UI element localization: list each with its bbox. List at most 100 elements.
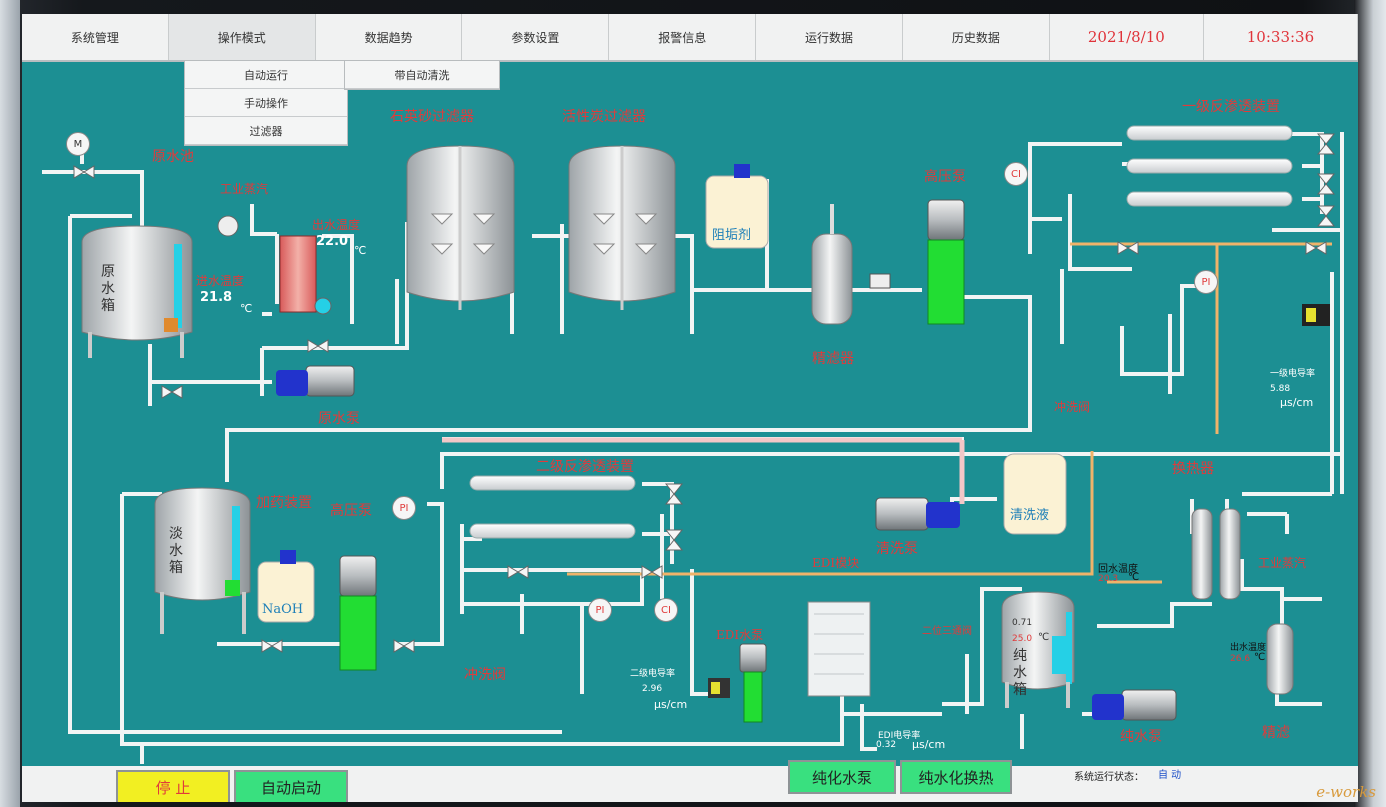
- high-pressure-pump-1: [927, 199, 965, 325]
- top-navigation: 系统管理 操作模式 数据趋势 参数设置 报警信息 运行数据 历史数据 2021/…: [22, 14, 1358, 62]
- fresh-water-tank: [154, 487, 251, 634]
- ro2-label: 二级反渗透装置: [536, 459, 634, 475]
- operation-mode-menu: 自动运行 手动操作 过滤器: [184, 60, 348, 146]
- pure-water-pump-button[interactable]: 纯化水泵: [788, 760, 896, 794]
- sensors: [217, 215, 1330, 698]
- menu-item-auto-run[interactable]: 自动运行: [185, 61, 347, 89]
- ci-indicator-2: CI: [654, 598, 678, 622]
- raw-tank-label: 原水箱: [101, 264, 115, 314]
- ro1-label: 一级反渗透装置: [1182, 99, 1280, 115]
- raw-pool-label: 原水池: [152, 149, 194, 165]
- sand-filter: [406, 145, 515, 310]
- cond1-label: 一级电导率: [1270, 369, 1316, 379]
- cleaning-pump-label: 清洗泵: [876, 541, 918, 557]
- outlet-temp-value: 22.0: [316, 234, 349, 249]
- tab-parameter-settings[interactable]: 参数设置: [462, 14, 610, 60]
- inlet-temp-value: 21.8: [200, 290, 233, 305]
- stop-button[interactable]: 停 止: [116, 770, 230, 802]
- outlet-temp-label: 出水温度: [312, 218, 361, 232]
- cond2-label: 二级电导率: [630, 669, 676, 679]
- edi-cond-unit: μs/cm: [912, 738, 946, 751]
- edi-pump-label: EDI水泵: [716, 628, 764, 642]
- ci-indicator-1: CI: [1004, 162, 1028, 186]
- menu-item-manual-operation[interactable]: 手动操作: [185, 89, 347, 117]
- cond2-unit: μs/cm: [654, 698, 688, 711]
- sand-filter-label: 石英砂过滤器: [390, 109, 474, 125]
- cleaning-liquid-label: 清洗液: [1010, 508, 1050, 523]
- background-wall: [0, 0, 20, 807]
- tab-alarm-info[interactable]: 报警信息: [609, 14, 757, 60]
- outlet-temp2-unit: ℃: [1254, 652, 1266, 663]
- pure-water-tank: [1001, 591, 1075, 708]
- tab-operation-mode[interactable]: 操作模式: [168, 14, 316, 60]
- carbon-filter-label: 活性炭过滤器: [562, 109, 646, 125]
- tab-data-trend[interactable]: 数据趋势: [316, 14, 463, 60]
- high-pump-2-label: 高压泵: [330, 503, 372, 519]
- pure-tank-temp-unit: ℃: [1038, 632, 1050, 643]
- motor-indicator: M: [66, 132, 90, 156]
- fine-filter-label: 精滤器: [812, 351, 854, 367]
- pure-tank-temp: 25.0: [1012, 634, 1033, 644]
- tab-history-data[interactable]: 历史数据: [903, 14, 1050, 60]
- pipes: [42, 132, 1344, 764]
- tab-system-management[interactable]: 系统管理: [22, 14, 169, 60]
- bottom-control-bar: 停 止 自动启动 纯化水泵 纯水化换热 系统运行状态： 自 动: [22, 760, 1358, 802]
- edi-cond-label: EDI电导率: [878, 731, 921, 741]
- auto-start-button[interactable]: 自动启动: [234, 770, 348, 802]
- cond1-unit: μs/cm: [1280, 396, 1314, 409]
- antiscalant-tank: [705, 164, 769, 249]
- edi-module: [807, 601, 871, 697]
- naoh-tank: [257, 550, 315, 623]
- flush-valve-2-label: 冲洗阀: [464, 667, 506, 683]
- fine-filter: [811, 204, 853, 325]
- ro1-membranes: [1126, 125, 1293, 207]
- edi-water-pump: [739, 643, 767, 723]
- system-status-label: 系统运行状态：: [1074, 772, 1144, 783]
- raw-water-pump: [276, 365, 355, 397]
- industrial-steam-label: 工业蒸汽: [220, 182, 269, 196]
- antiscalant-label: 阻垢剂: [712, 228, 752, 243]
- pure-heat-exchange-button[interactable]: 纯水化换热: [900, 760, 1012, 794]
- time-display: 10:33:36: [1204, 14, 1358, 60]
- return-temp-value: 20.3: [1098, 574, 1119, 584]
- heat-exchanger-label: 换热器: [1172, 461, 1214, 477]
- pure-pump-label: 纯水泵: [1120, 729, 1162, 745]
- pi-indicator-3: PI: [588, 598, 612, 622]
- watermark-logo: e-works: [1316, 783, 1376, 801]
- edi-cond-value: 0.32: [876, 740, 897, 750]
- industrial-steam-2-label: 工业蒸汽: [1258, 556, 1307, 570]
- three-way-valve-label: 二位三通阀: [922, 626, 972, 637]
- return-temp-unit: ℃: [1128, 572, 1140, 583]
- edi-module-label: EDI模块: [812, 556, 860, 570]
- dosing-label: 加药装置: [256, 495, 312, 511]
- outlet-temp2-value: 26.6: [1230, 654, 1251, 664]
- high-pump-1-label: 高压泵: [924, 169, 966, 185]
- cond2-value: 2.96: [642, 684, 663, 694]
- inlet-temp-label: 进水温度: [196, 274, 245, 288]
- carbon-filter: [568, 145, 676, 310]
- scada-screen: 系统管理 操作模式 数据趋势 参数设置 报警信息 运行数据 历史数据 2021/…: [22, 14, 1358, 802]
- raw-pump-label: 原水泵: [318, 411, 360, 427]
- outlet-temp-unit: ℃: [354, 244, 367, 257]
- date-display: 2021/8/10: [1050, 14, 1204, 60]
- background-wall-right: [1354, 0, 1386, 807]
- valves: [73, 133, 1336, 653]
- cond1-value: 5.88: [1270, 384, 1291, 394]
- fresh-tank-label: 淡水箱: [169, 526, 183, 576]
- high-pressure-pump-2: [339, 555, 377, 671]
- pi-indicator-1: PI: [1194, 270, 1218, 294]
- menu-item-filter[interactable]: 过滤器: [185, 117, 347, 145]
- fine-filter-2-label: 精滤: [1262, 725, 1290, 741]
- naoh-label: NaOH: [262, 602, 304, 617]
- pure-tank-level: 0.71: [1012, 618, 1033, 628]
- ro2-membranes: [469, 475, 636, 539]
- menu-item-auto-clean[interactable]: 带自动清洗: [345, 61, 499, 89]
- tab-running-data[interactable]: 运行数据: [756, 14, 903, 60]
- data-trend-menu: 带自动清洗: [344, 60, 500, 90]
- pi-indicator-2: PI: [392, 496, 416, 520]
- plate-heat-exchanger: [279, 235, 317, 313]
- system-status-value: 自 动: [1158, 770, 1182, 781]
- raw-water-tank: [81, 225, 193, 358]
- cleaning-pump: [875, 497, 960, 531]
- fine-filter-2: [1266, 623, 1294, 695]
